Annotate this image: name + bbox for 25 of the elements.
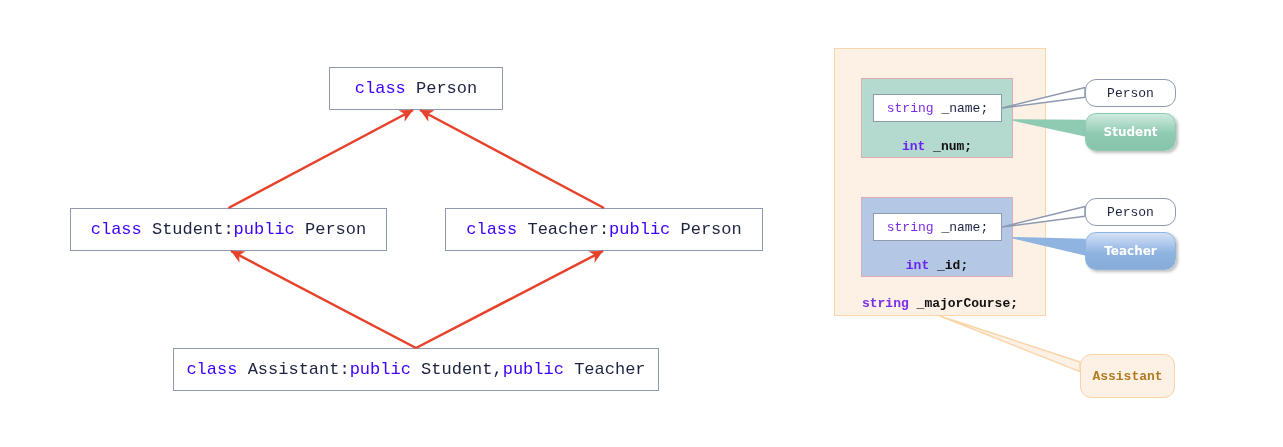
member-declaration: int _id; [905,258,969,273]
subobject-box [861,197,1013,277]
callout-pointer [939,315,1081,373]
class-box: class Person [329,67,503,110]
class-box: class Assistant:public Student,public Teacher [173,348,659,391]
class-box: class Teacher:public Person [445,208,763,251]
class-box: class Student:public Person [70,208,387,251]
callout-bubble: Teacher [1085,232,1176,270]
callout-bubble: Person [1085,79,1176,107]
callout-bubble: Student [1085,113,1176,151]
member-declaration: string _majorCourse; [861,296,1019,311]
member-declaration: int _num; [901,139,973,154]
callout-bubble: Assistant [1080,354,1175,398]
callout-bubble: Person [1085,198,1176,226]
callout-pointer [1012,119,1086,137]
callout-pointer [1001,86,1086,109]
subobject-box [861,78,1013,158]
inheritance-arrow [230,249,417,350]
inheritance-arrow [419,108,605,210]
member-box: string _name; [873,94,1002,122]
inheritance-arrow [227,108,414,210]
inheritance-arrow [415,249,604,350]
member-box: string _name; [873,213,1002,241]
callout-pointer [1012,237,1086,256]
callout-pointer [1001,205,1086,228]
